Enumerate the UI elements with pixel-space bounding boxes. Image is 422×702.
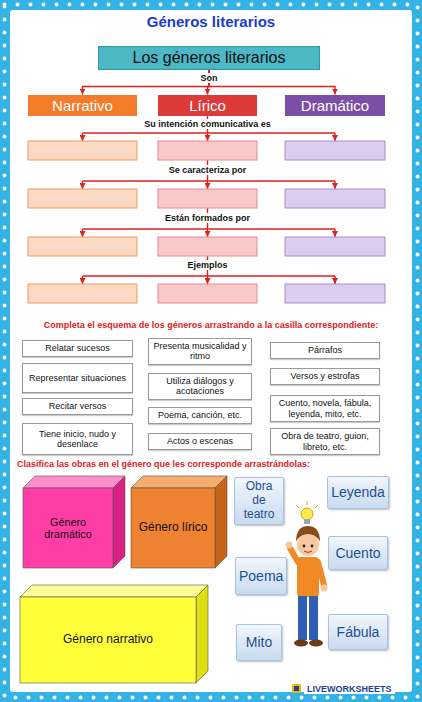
cube-front <box>23 488 113 568</box>
instruction-text: Clasifica las obras en el género que les… <box>14 459 313 469</box>
answer-tile: Utiliza diálogos y acotaciones <box>148 373 252 400</box>
node-text: Poema, canción, etc. <box>158 410 242 420</box>
answer-tile: Representar situaciones <box>22 363 133 393</box>
section-label-holder: Ejemplos <box>100 260 315 270</box>
node-text: Mito <box>246 634 272 650</box>
work-card: Leyenda <box>327 476 389 509</box>
node-text: Dramático <box>301 97 369 114</box>
cube-side <box>113 476 125 568</box>
node-text: Poema <box>239 568 283 584</box>
node-text: Obra de teatro <box>238 480 280 521</box>
genre-header-box: Dramático <box>285 95 385 116</box>
node-text: Obra de teatro, guion, libreto, etc. <box>274 431 376 452</box>
section-label-holder: Están formados por <box>100 213 315 223</box>
lightbulb-icon <box>296 501 318 524</box>
node-text: Cuento <box>335 545 380 561</box>
answer-tile: Versos y estrofas <box>270 368 380 385</box>
frame-dots <box>5 5 418 698</box>
node-text: Actos o escenas <box>167 436 233 446</box>
watermark-logo <box>292 684 301 693</box>
connector-arrow <box>83 70 210 95</box>
node-text: Leyenda <box>331 484 385 500</box>
section-label: Su intención comunicativa es <box>141 119 274 129</box>
answer-tile: Párrafos <box>270 342 380 359</box>
node-text: Lírico <box>189 97 226 114</box>
node-text: Presenta musicalidad y ritmo <box>152 341 248 362</box>
cube-top <box>23 476 125 488</box>
page-title: Géneros literarios <box>10 13 412 30</box>
watermark: LIVEWORKSHEETS <box>304 684 395 694</box>
watermark-holder: LIVEWORKSHEETS <box>304 684 410 694</box>
node-text: Los géneros literarios <box>133 49 286 67</box>
node-text: Género dramático <box>27 516 109 541</box>
cube-front <box>131 488 215 568</box>
section-label: Ejemplos <box>184 260 230 270</box>
answer-tile: Recitar versos <box>22 398 133 415</box>
instruction-text: Completa el esquema de los géneros arras… <box>41 320 382 330</box>
node-text: Narrativo <box>52 97 113 114</box>
work-card: Mito <box>236 624 282 661</box>
work-card: Poema <box>235 557 287 595</box>
cube-side <box>215 476 227 568</box>
genre-header-box: Lírico <box>158 95 257 116</box>
node-text: Representar situaciones <box>29 373 126 383</box>
answer-tile: Presenta musicalidad y ritmo <box>148 338 252 365</box>
node-text: Utiliza diálogos y acotaciones <box>152 376 248 397</box>
frame-panel <box>10 10 412 692</box>
section-label: Se caracteriza por <box>166 165 250 175</box>
genre-cube: Género lírico <box>131 476 227 568</box>
node-text: Versos y estrofas <box>290 371 359 381</box>
section-label-holder: Se caracteriza por <box>100 165 315 175</box>
node-text: Tiene inicio, nudo y desenlace <box>26 429 129 450</box>
genre-cube: Género narrativo <box>20 585 208 683</box>
answer-tile: Relatar sucesos <box>22 340 133 357</box>
answer-tile: Tiene inicio, nudo y desenlace <box>22 423 133 455</box>
connector-label-holder: Son <box>184 73 234 83</box>
genre-header-box: Narrativo <box>28 95 137 116</box>
connector-arrow <box>209 70 335 95</box>
cube-side <box>196 585 208 683</box>
connector-label: Son <box>198 73 221 83</box>
work-card: Cuento <box>328 536 388 570</box>
section-label: Están formados por <box>162 213 253 223</box>
work-card: Obra de teatro <box>234 477 284 525</box>
node-text: Género lírico <box>139 521 208 535</box>
instruction-text-holder: Completa el esquema de los géneros arras… <box>12 320 410 330</box>
node-text: Párrafos <box>308 345 342 355</box>
answer-tile: Obra de teatro, guion, libreto, etc. <box>270 428 380 455</box>
work-card: Fábula <box>328 614 388 650</box>
node-text: Relatar sucesos <box>45 343 110 353</box>
empty-answer-boxes <box>28 141 385 303</box>
root-box: Los géneros literarios <box>98 46 320 70</box>
cube-top <box>20 585 208 597</box>
instruction-text-holder: Clasifica las obras en el género que les… <box>14 459 410 469</box>
child-illustration <box>286 501 328 647</box>
genre-cube: Género dramático <box>23 476 125 568</box>
node-text: Fábula <box>337 624 380 640</box>
node-text: Género narrativo <box>63 633 153 647</box>
node-text: Cuento, novela, fábula, leyenda, mito, e… <box>274 398 376 419</box>
answer-tile: Poema, canción, etc. <box>148 407 252 424</box>
cube-front <box>20 597 196 683</box>
node-text: Recitar versos <box>49 401 107 411</box>
answer-tile: Actos o escenas <box>148 433 252 450</box>
cube-top <box>131 476 227 488</box>
section-label-holder: Su intención comunicativa es <box>100 119 315 129</box>
answer-tile: Cuento, novela, fábula, leyenda, mito, e… <box>270 395 380 422</box>
